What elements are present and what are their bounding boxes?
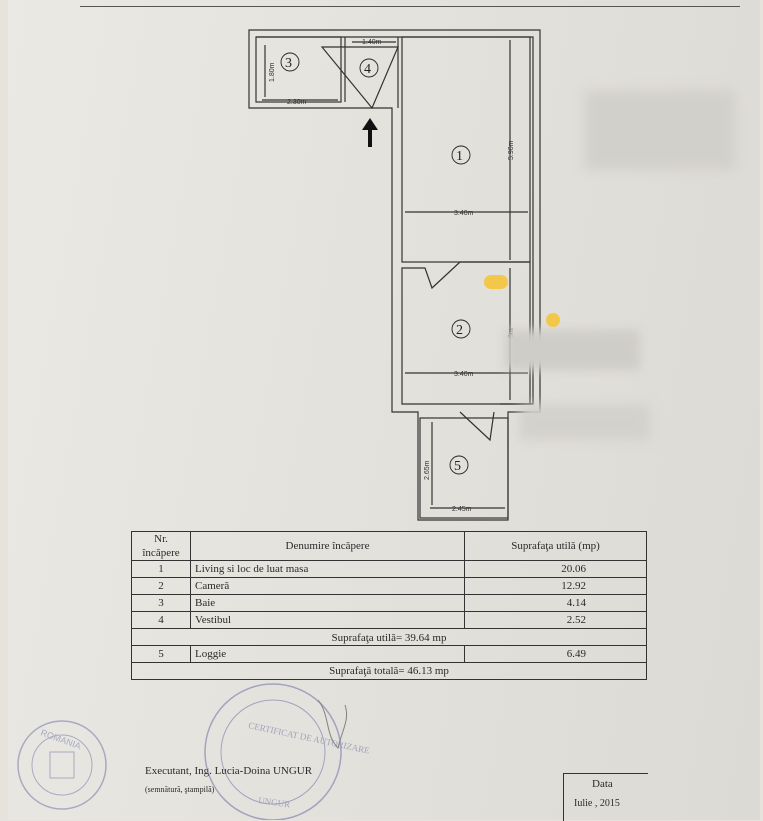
cell-nr: 5 [131, 645, 191, 663]
header-nr: Nr. încăpere [131, 531, 191, 561]
dim-label: 3.40m [454, 371, 474, 378]
redacted-area [585, 90, 735, 170]
date-box: Data Iulie , 2015 [563, 773, 648, 821]
executant-name: Executant, Ing. Lucia-Doina UNGUR [145, 765, 313, 777]
dim-label: 2.45m [452, 506, 472, 513]
cell-nr: 4 [131, 611, 191, 629]
signature-note: (semnătură, ştampilă) [145, 785, 215, 794]
plan-outline [248, 29, 541, 521]
dim-label: 3.40m [454, 210, 474, 217]
highlight-mark [546, 313, 560, 327]
cell-name: Loggie [190, 645, 465, 663]
rooms-table: Nr. încăpere Denumire încăpere Suprafaţa… [131, 531, 647, 680]
footer: Executant, Ing. Lucia-Doina UNGUR (semnă… [131, 765, 648, 821]
room-4-shape [320, 46, 399, 110]
cell-name: Cameră [190, 577, 465, 595]
table-header-row: Nr. încăpere Denumire încăpere Suprafaţa… [131, 531, 647, 561]
highlight-mark [484, 275, 508, 289]
cell-area: 4.14 [464, 594, 647, 612]
cell-name: Vestibul [190, 611, 465, 629]
table-row: 4 Vestibul 2.52 [131, 611, 647, 629]
entrance-arrow-icon [362, 118, 378, 147]
dim-label: 2.65m [424, 460, 431, 480]
room-5-walls [419, 417, 509, 519]
cell-nr: 1 [131, 560, 191, 578]
cell-nr: 2 [131, 577, 191, 595]
cell-area: 2.52 [464, 611, 647, 629]
room-2-walls [401, 261, 531, 405]
room-4-number: 4 [364, 62, 371, 77]
redacted-area [505, 330, 640, 370]
cell-area: 20.06 [464, 560, 647, 578]
header-area: Suprafaţa utilă (mp) [464, 531, 647, 561]
plan-inner-line [256, 36, 534, 405]
table-row: 3 Baie 4.14 [131, 594, 647, 612]
dim-label: 5.90m [508, 140, 515, 160]
table-row: 1 Living si loc de luat masa 20.06 [131, 560, 647, 578]
useful-total-row: Suprafaţa utilă= 39.64 mp [131, 628, 647, 646]
useful-total: Suprafaţa utilă= 39.64 mp [131, 628, 647, 646]
cell-area: 6.49 [464, 645, 647, 663]
cell-area: 12.92 [464, 577, 647, 595]
date-value: Iulie , 2015 [574, 798, 620, 809]
grand-total: Suprafaţă totală= 46.13 mp [131, 662, 647, 680]
date-label: Data [592, 778, 613, 790]
cell-name: Baie [190, 594, 465, 612]
floor-plan: 3 4 1 2 5 1.40m 1.80m 2.30m 5.90m 3.40m … [248, 29, 541, 521]
room-3-number: 3 [285, 56, 292, 71]
grand-total-row: Suprafaţă totală= 46.13 mp [131, 662, 647, 680]
table-row: 2 Cameră 12.92 [131, 577, 647, 595]
dim-label: 1.80m [269, 62, 276, 82]
redacted-area [520, 405, 650, 440]
room-1-number: 1 [456, 149, 463, 164]
room-5-number: 5 [454, 459, 461, 474]
top-border-strip [80, 0, 740, 7]
dim-label: 2.30m [287, 99, 307, 106]
dim-label: 1.40m [362, 39, 382, 46]
header-name: Denumire încăpere [190, 531, 465, 561]
cell-nr: 3 [131, 594, 191, 612]
cell-name: Living si loc de luat masa [190, 560, 465, 578]
room-2-number: 2 [456, 323, 463, 338]
table-row: 5 Loggie 6.49 [131, 645, 647, 663]
